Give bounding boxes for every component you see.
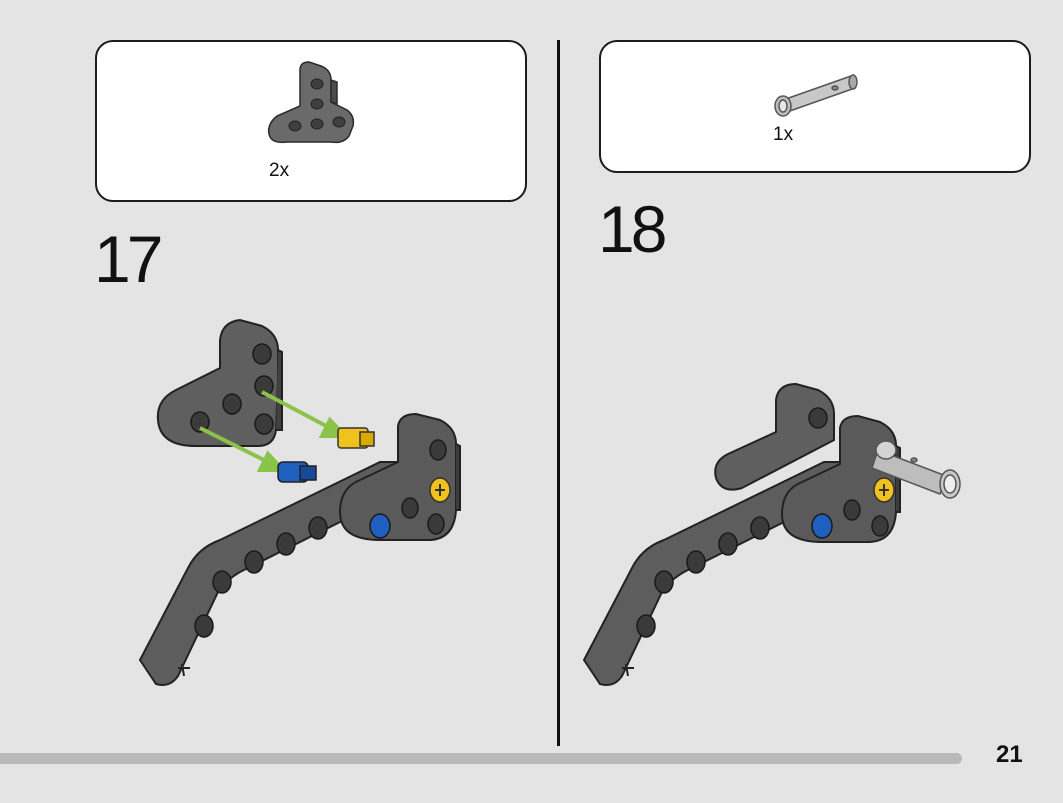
parts-callout-step-18: 1x — [599, 40, 1031, 173]
page-progress-bar — [0, 753, 962, 764]
parts-callout-step-17: 2x — [95, 40, 527, 202]
page-number: 21 — [996, 741, 1023, 768]
pin-icon — [774, 74, 858, 117]
assembly-illustration-step-17 — [138, 318, 461, 686]
step-number: 17 — [94, 222, 163, 296]
step-number: 18 — [598, 192, 667, 266]
step-divider — [557, 40, 560, 746]
part-quantity: 1x — [773, 124, 794, 145]
t-beam-icon — [267, 61, 355, 144]
part-quantity: 2x — [269, 160, 290, 181]
assembly-illustration-step-18 — [582, 382, 961, 686]
